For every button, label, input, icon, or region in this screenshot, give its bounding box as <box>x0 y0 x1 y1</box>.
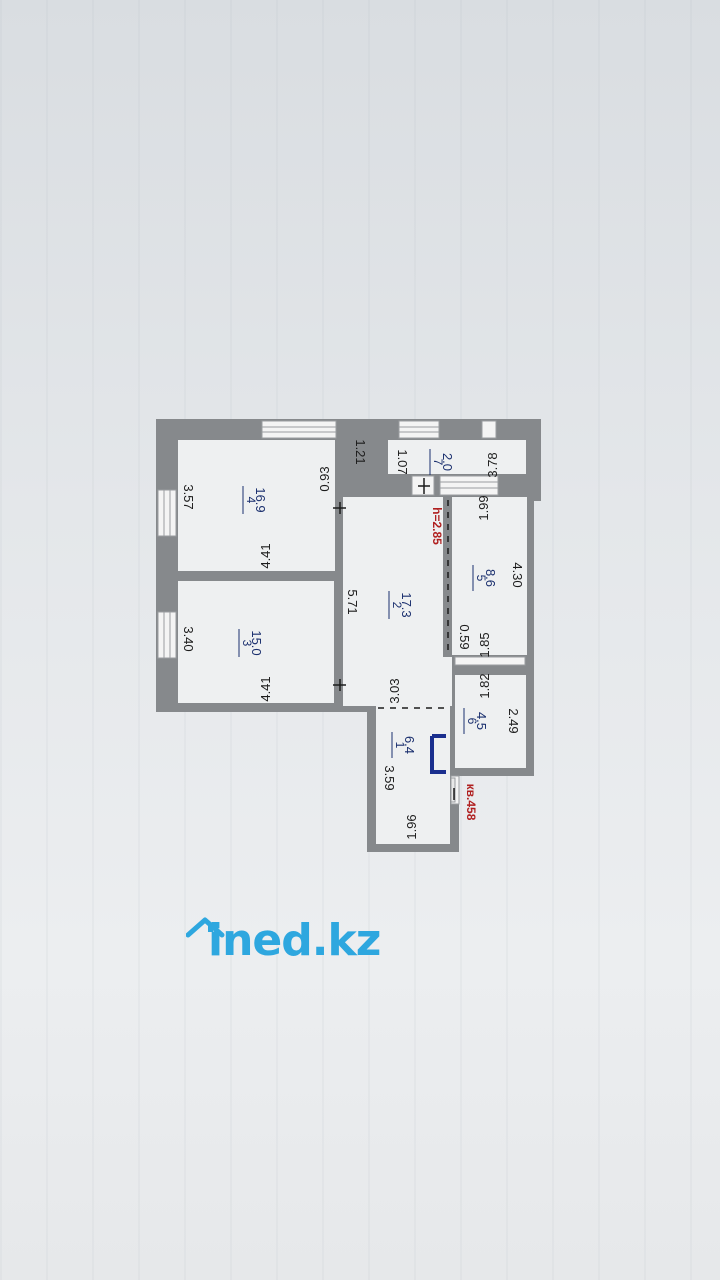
dim-r4-notch-a: 0.93 <box>317 466 332 491</box>
interior-wall <box>367 706 376 852</box>
dim-r5-b: 4.30 <box>510 562 525 587</box>
room-3-number: 3 <box>240 640 254 647</box>
room-2-number: 2 <box>390 602 404 609</box>
dim-r1-a: 3.59 <box>382 765 397 790</box>
dim-r7-a: 1.07 <box>395 449 410 474</box>
room-2-area: 17.3 <box>399 592 414 617</box>
house-roof-icon <box>186 917 225 938</box>
dim-r3-length: 4.41 <box>258 676 273 701</box>
window <box>261 420 337 439</box>
window <box>398 420 440 439</box>
room-7-area: 2.0 <box>440 453 455 471</box>
dim-r2-length: 5.71 <box>345 589 360 614</box>
interior-wall <box>178 571 335 581</box>
apartment-label: кв.458 <box>464 784 478 821</box>
walls <box>156 419 541 852</box>
dim-r2-width: 3.03 <box>387 678 402 703</box>
window <box>439 475 499 496</box>
door-ticks <box>333 478 455 800</box>
window <box>481 420 497 439</box>
dim-r4-notch-b: 1.21 <box>353 439 368 464</box>
dim-r3-width: 3.40 <box>181 626 196 651</box>
room-3-floor <box>178 581 334 703</box>
room-3-area: 15.0 <box>249 630 264 655</box>
room-5-area: 8.6 <box>483 569 498 587</box>
dim-r5-a: 1.99 <box>476 495 491 520</box>
room-6-floor <box>455 675 526 768</box>
interior-wall <box>367 844 459 852</box>
site-logo: ined.kz <box>186 915 416 985</box>
windows <box>157 420 526 805</box>
dim-r5-d: 0.59 <box>457 624 472 649</box>
room-4-floor <box>178 440 335 571</box>
door-opening <box>454 656 526 666</box>
room-6-number: 6 <box>465 718 479 725</box>
room-1-area: 6.4 <box>402 736 417 754</box>
interior-wall <box>335 497 343 706</box>
dim-r6-b: 2.49 <box>506 708 521 733</box>
room-4-number: 4 <box>244 497 258 504</box>
dim-r6-a: 1.82 <box>477 673 492 698</box>
interior-wall <box>376 706 451 710</box>
room-4-area: 16.9 <box>253 487 268 512</box>
interior-wall <box>335 440 388 497</box>
dim-r7-b: 3.78 <box>485 452 500 477</box>
room-1-number: 1 <box>393 742 407 749</box>
panel-icon <box>430 734 446 774</box>
room-2-floor <box>343 497 527 844</box>
dim-r4-width: 3.57 <box>181 484 196 509</box>
room-6-area: 4.5 <box>474 712 489 730</box>
room-5-number: 5 <box>474 575 488 582</box>
dim-r4-length: 4.41 <box>258 543 273 568</box>
interior-wall <box>450 706 455 776</box>
room-7-number: 7 <box>431 459 445 466</box>
dim-r5-c: 1.85 <box>477 632 492 657</box>
dashed-dividers <box>378 500 449 709</box>
ceiling-height: h=2.85 <box>430 507 444 545</box>
dim-r1-b: 1.96 <box>404 814 419 839</box>
window <box>157 489 177 537</box>
window <box>157 611 177 659</box>
logo-text: ined.kz <box>208 915 381 966</box>
room-7-floor <box>388 440 526 474</box>
